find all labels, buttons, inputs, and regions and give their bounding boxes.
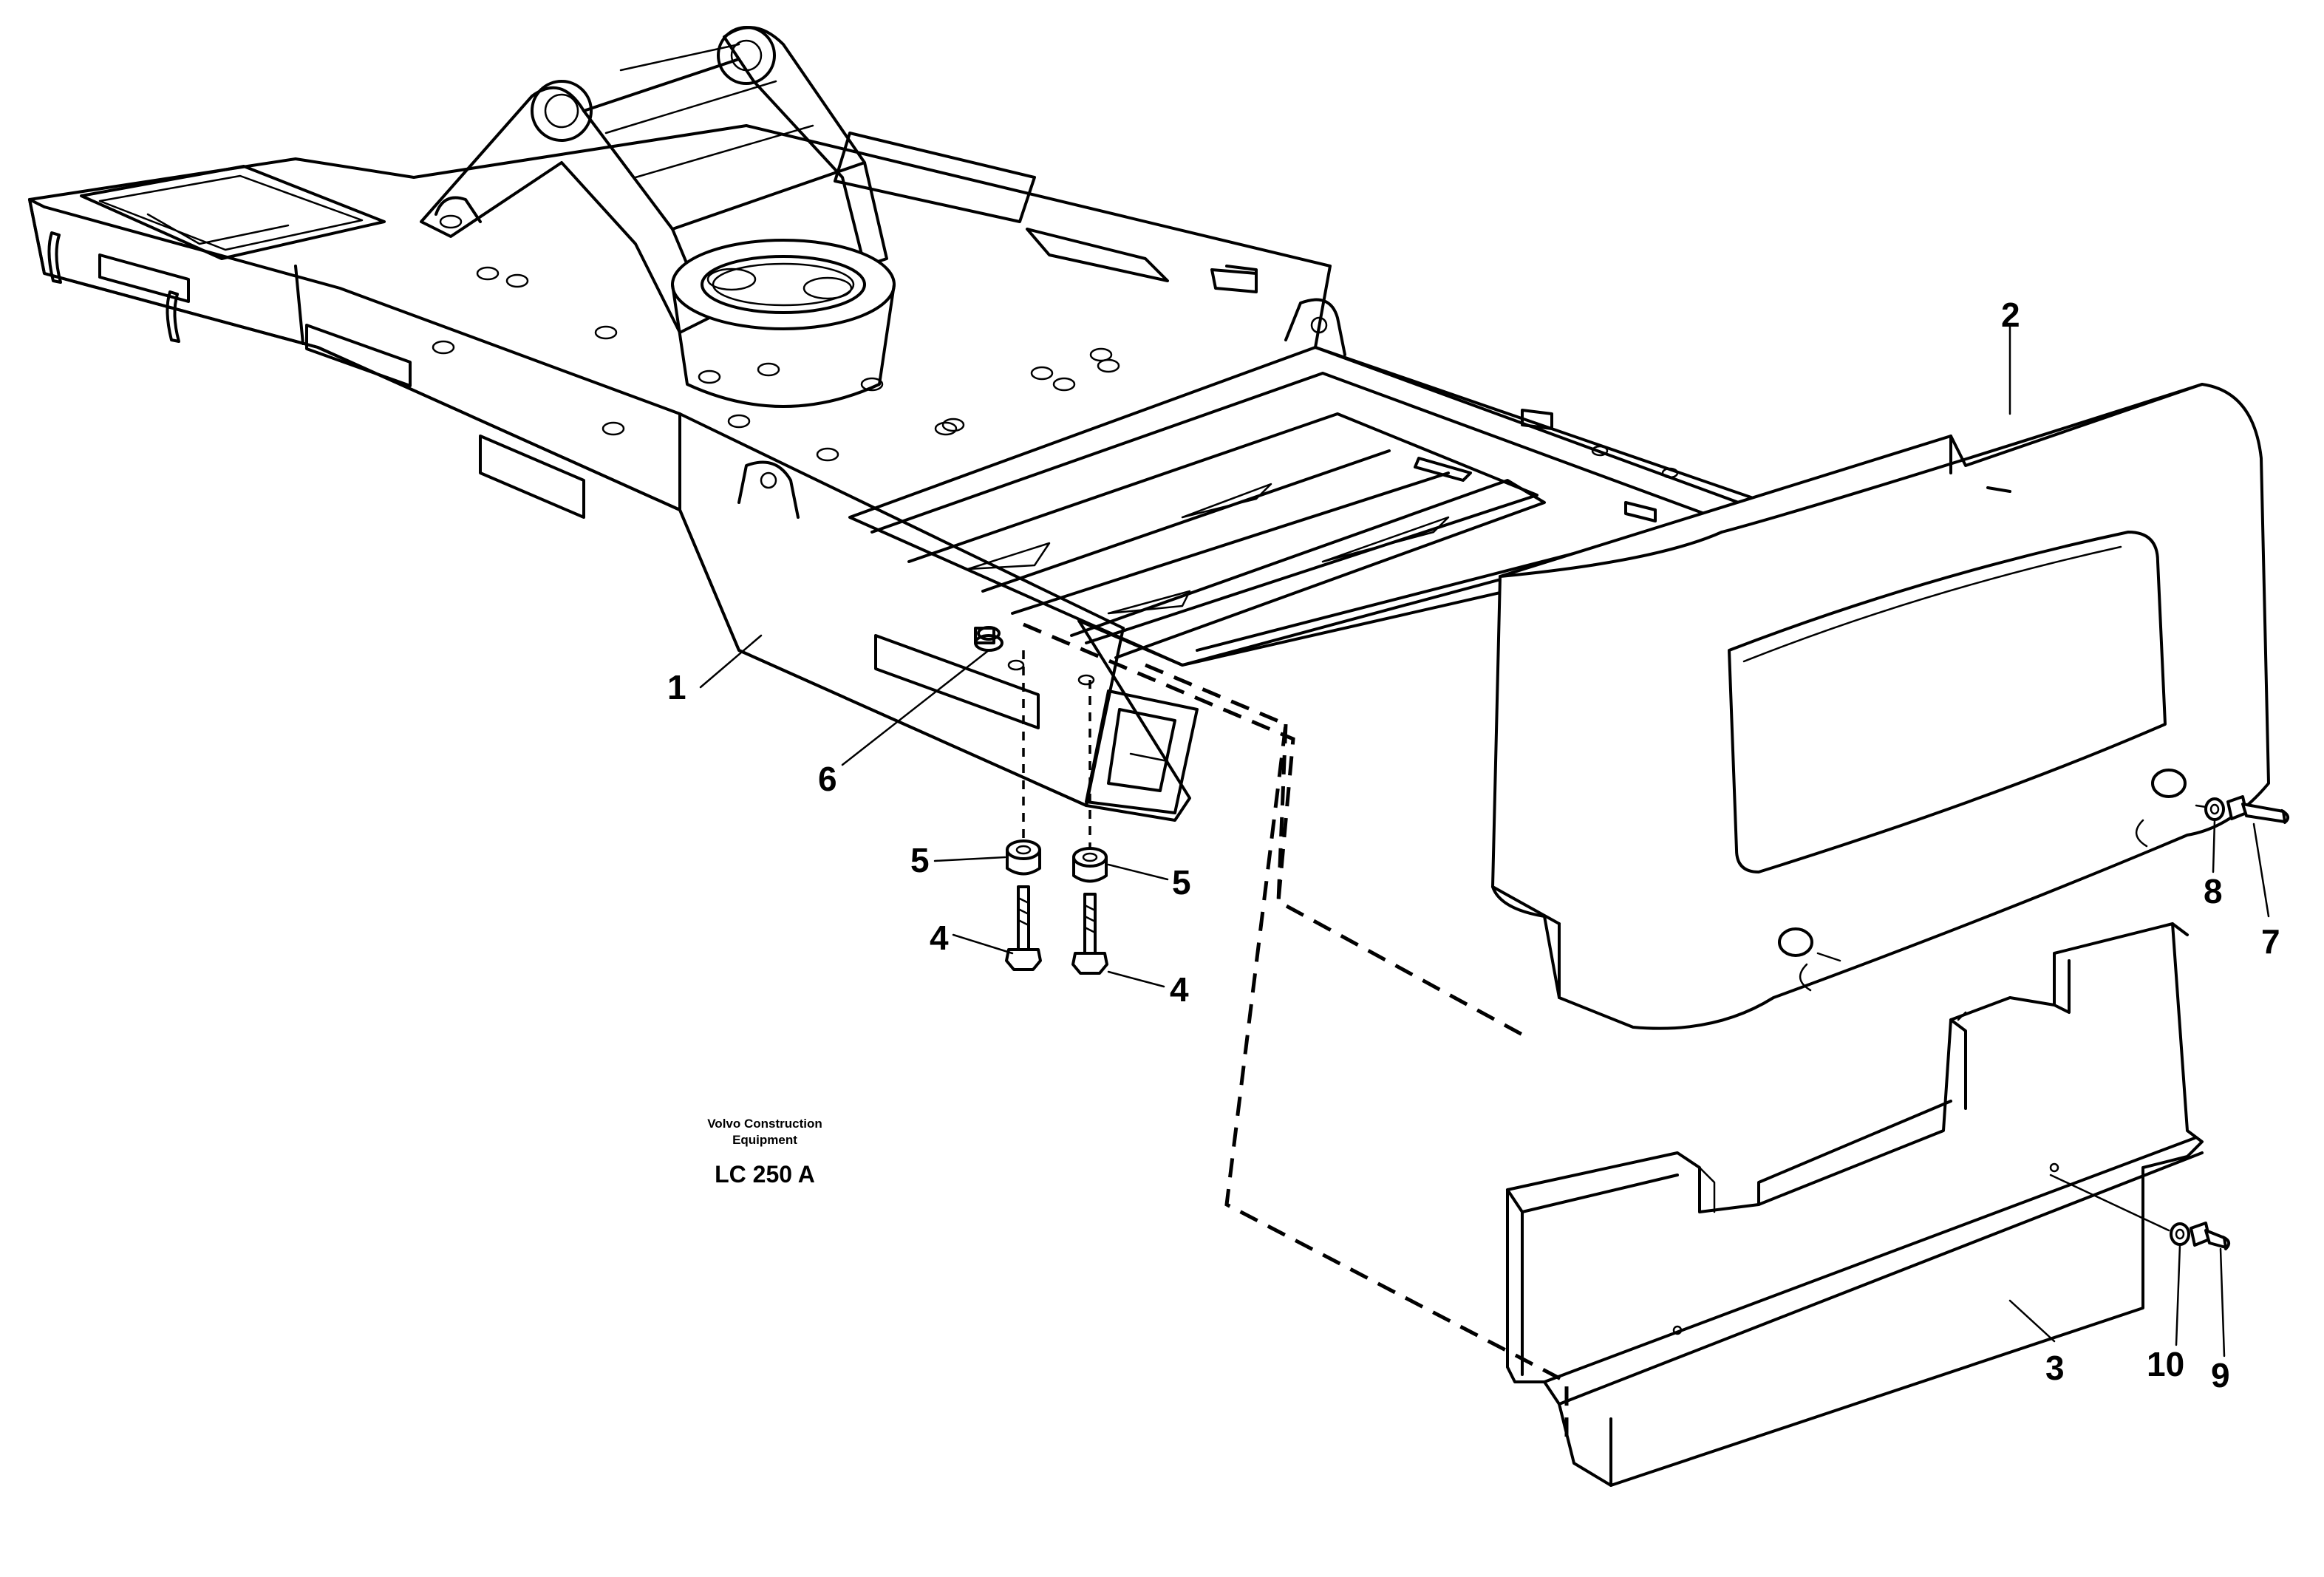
spacer-5-left xyxy=(1006,839,1041,876)
callout-7: 7 xyxy=(2261,922,2280,961)
counterweight xyxy=(1491,383,2270,1030)
caption-code: LC 250 A xyxy=(715,1161,815,1188)
caption: Volvo Construction Equipment LC 250 A xyxy=(707,1117,822,1188)
callout-9: 9 xyxy=(2211,1356,2230,1394)
assembly-lines xyxy=(1023,622,1569,1441)
washer-8 xyxy=(2204,797,2225,821)
callout-leaders xyxy=(699,324,2270,1358)
caption-line-2: Equipment xyxy=(732,1133,797,1147)
washer-6 xyxy=(977,626,1001,641)
callout-labels: 1 2 3 4 4 5 5 6 7 8 9 10 xyxy=(667,296,2280,1394)
callout-1: 1 xyxy=(667,668,686,706)
callout-4-right: 4 xyxy=(1170,970,1189,1009)
callout-10: 10 xyxy=(2147,1345,2184,1383)
bolt-4-left xyxy=(1005,885,1042,971)
spacer-5-right xyxy=(1072,847,1108,883)
upper-frame xyxy=(28,26,1768,822)
callout-5-left: 5 xyxy=(910,841,930,879)
fasteners xyxy=(974,626,2290,1250)
callout-5-right: 5 xyxy=(1172,863,1191,902)
callout-3: 3 xyxy=(2045,1349,2065,1387)
deck-bolts xyxy=(432,214,1120,462)
callout-8: 8 xyxy=(2204,872,2223,910)
bolt-4-right xyxy=(1071,893,1108,975)
bolt-9 xyxy=(2190,1222,2231,1250)
callout-6: 6 xyxy=(818,760,837,798)
callout-2: 2 xyxy=(2001,296,2020,334)
lower-counterweight xyxy=(1506,922,2204,1487)
caption-line-1: Volvo Construction xyxy=(707,1117,822,1131)
bolt-7 xyxy=(2226,795,2290,824)
washer-10 xyxy=(2170,1222,2190,1246)
callout-4-left: 4 xyxy=(930,919,949,957)
